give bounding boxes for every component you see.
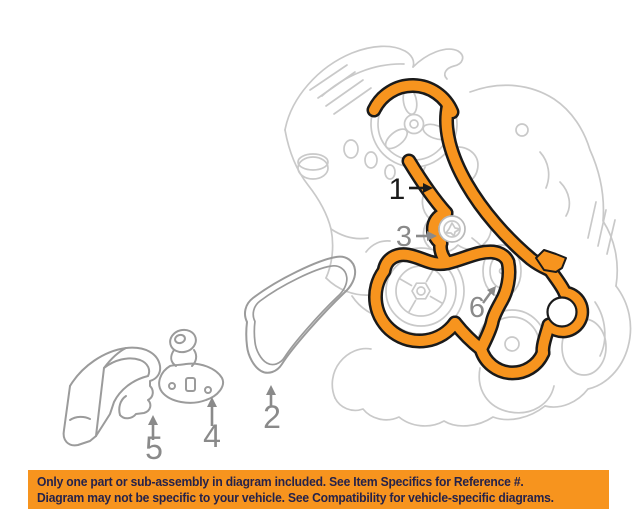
tensioner-assembly-part: [158, 328, 224, 404]
ac-compressor-body: [478, 367, 555, 414]
right-housing: [544, 285, 632, 408]
bolt-boss: [364, 151, 378, 169]
bolt-boss: [384, 164, 396, 180]
engine-bottom-left: [331, 347, 372, 399]
distributor-cap: [297, 156, 329, 180]
bolt-boss: [515, 123, 529, 137]
callout-4-label: 4: [203, 418, 221, 454]
disclaimer-banner: Only one part or sub-assembly in diagram…: [28, 470, 609, 509]
callout-5: 5: [145, 415, 163, 466]
bolt-boss: [343, 139, 359, 159]
callout-3-arrow-icon: [416, 231, 437, 241]
tensioner-pulley: [438, 215, 466, 243]
right-inner-details: [539, 151, 616, 255]
disclaimer-line-1: Only one part or sub-assembly in diagram…: [37, 474, 524, 489]
callout-3-label: 3: [396, 221, 412, 253]
callout-1-label: 1: [389, 173, 406, 206]
callout-4: 4: [203, 397, 221, 454]
belt-guard-part: [62, 346, 162, 447]
small-right-pulley: [546, 296, 578, 328]
callout-2-label: 2: [263, 399, 281, 435]
right-housing-inner: [594, 301, 606, 357]
callouts: 1 3 6 2: [145, 173, 496, 466]
callout-5-label: 5: [145, 430, 163, 466]
callout-6-label: 6: [469, 292, 485, 324]
pulleys-over-belt: [438, 215, 578, 328]
callout-1-arrow-icon: [409, 183, 433, 193]
callout-2-arrow-icon: [266, 385, 276, 407]
loose-parts-art: [62, 255, 357, 447]
callout-6-arrow-icon: [482, 286, 496, 304]
callout-2: 2: [263, 385, 281, 435]
engine-left-edge: [284, 129, 334, 279]
callout-1: 1: [389, 173, 433, 206]
intake-ridge: [321, 63, 405, 97]
disclaimer-line-2: Diagram may not be specific to your vehi…: [37, 490, 554, 505]
distributor-cap-top: [297, 153, 329, 171]
engine-top-contour: [284, 45, 415, 131]
callout-4-arrow-icon: [207, 397, 217, 426]
spare-belt-part: [244, 255, 357, 374]
intake-squiggle: [412, 48, 464, 80]
callout-3: 3: [396, 221, 437, 253]
belt-guide-clamp: [535, 249, 567, 273]
callout-5-arrow-icon: [148, 415, 158, 440]
callout-6: 6: [469, 286, 496, 324]
engine-bottom-contour: [334, 397, 546, 427]
